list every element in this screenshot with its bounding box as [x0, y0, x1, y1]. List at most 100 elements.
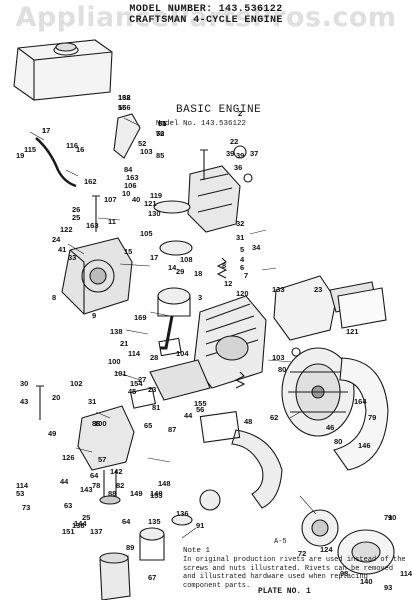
section-model-line: Model No. 143.536122	[156, 120, 247, 128]
fuel-line-drawing	[35, 137, 77, 188]
callout-number: 138	[110, 327, 123, 336]
note-title: Note 1	[183, 547, 211, 555]
callout-number: 89	[126, 543, 134, 552]
callout-number: 166	[118, 103, 131, 112]
flywheel-drawing	[281, 347, 355, 437]
callout-number: 144	[74, 519, 87, 528]
callout-number: 71	[384, 513, 392, 522]
callout-number: 136	[176, 509, 189, 518]
callout-number: 100	[94, 419, 107, 428]
callout-number: 1	[42, 126, 46, 135]
callout-number: 46	[326, 423, 334, 432]
callout-number: 93	[384, 583, 392, 592]
callout-number: 18	[194, 269, 202, 278]
callout-number: 65	[158, 119, 166, 128]
callout-number: 16	[76, 145, 84, 154]
callout-number: 107	[104, 195, 117, 204]
callout-number: 137	[90, 527, 103, 536]
filter-drawing	[99, 514, 193, 600]
callout-number: 2	[238, 109, 242, 118]
callout-number: 79	[368, 413, 376, 422]
callout-number: 101	[114, 369, 127, 378]
callout-number: 39	[226, 149, 234, 158]
callout-number: 116	[66, 141, 78, 150]
callout-number: 64	[90, 471, 99, 480]
corner-mark: A-5	[274, 538, 287, 546]
callout-number: 121	[346, 327, 359, 336]
callout-number: 80	[334, 437, 342, 446]
callout-number: 8	[222, 261, 226, 270]
callout-number: 31	[236, 233, 244, 242]
callout-number: 15	[124, 247, 132, 256]
callout-number: 162	[84, 177, 97, 186]
gasket-drawing	[199, 411, 241, 443]
callout-number: 26	[72, 205, 80, 214]
callout-number: 30	[20, 379, 28, 388]
model-header: MODEL NUMBER:143.536122	[0, 4, 412, 15]
callout-number: 130	[148, 209, 161, 218]
callout-number: 120	[236, 289, 249, 298]
callout-number: 72	[298, 549, 306, 558]
callout-number: 8	[52, 293, 56, 302]
callout-number: 105	[140, 229, 153, 238]
callout-number: 88	[108, 489, 116, 498]
callout-number: 148	[158, 479, 171, 488]
callout-number: 34	[252, 243, 261, 252]
muffler-shield-drawing	[231, 429, 283, 509]
callout-number: 154	[130, 379, 143, 388]
callout-number: 70	[156, 129, 164, 138]
callout-number: 67	[148, 573, 156, 582]
cylinder-block-drawing	[149, 295, 267, 401]
callout-number: 25	[82, 513, 90, 522]
callout-number: 100	[108, 357, 121, 366]
callout-number: 155	[194, 399, 207, 408]
watermark: AppliancePartsPros.com	[15, 2, 397, 33]
callout-number: 91	[196, 521, 204, 530]
callout-number: 98	[340, 569, 348, 578]
model-number: 143.536122	[218, 4, 283, 15]
callout-number: 121	[144, 199, 157, 208]
callout-number: 135	[148, 517, 161, 526]
callout-number: 164	[354, 397, 367, 406]
callout-number: 114	[400, 569, 412, 578]
callout-number: 49	[48, 429, 56, 438]
callout-number: 78	[92, 481, 100, 490]
carburetor-drawing	[77, 405, 135, 505]
callout-number: 140	[360, 577, 373, 586]
blower-housing-drawing	[333, 357, 389, 471]
callout-number: 27	[138, 375, 146, 384]
callout-number: 73	[22, 503, 30, 512]
callout-number: 3	[198, 293, 202, 302]
section-title: BASIC ENGINE	[176, 104, 262, 116]
callout-number: 10	[122, 189, 130, 198]
callout-number: 40	[132, 195, 140, 204]
callout-number: 88	[92, 419, 100, 428]
callout-number: 168	[118, 93, 131, 102]
starter-pulley-drawing	[301, 509, 395, 575]
callout-number: 119	[150, 191, 162, 200]
callout-number: 81	[152, 403, 160, 412]
callout-number: 57	[98, 455, 106, 464]
callout-number: 126	[62, 453, 75, 462]
callout-number: 63	[64, 501, 72, 510]
callout-number: 87	[168, 425, 176, 434]
callout-number: 19	[16, 151, 24, 160]
callout-number: 43	[20, 397, 28, 406]
callout-number: 17	[150, 253, 158, 262]
callout-number: 6	[240, 263, 244, 272]
callout-number: 149	[130, 489, 143, 498]
callout-number: 51	[158, 119, 166, 128]
callout-number: 48	[244, 417, 252, 426]
callout-number: 39	[236, 151, 244, 160]
callout-number: 132	[118, 93, 131, 102]
callout-number: 29	[176, 267, 184, 276]
callout-number: 31	[88, 397, 96, 406]
callout-number: 64	[122, 517, 131, 526]
piston-drawing	[157, 287, 191, 350]
callout-number: 33	[68, 253, 76, 262]
callout-number: 36	[234, 163, 242, 172]
callout-number: 44	[60, 477, 69, 486]
callout-number: 41	[58, 245, 66, 254]
